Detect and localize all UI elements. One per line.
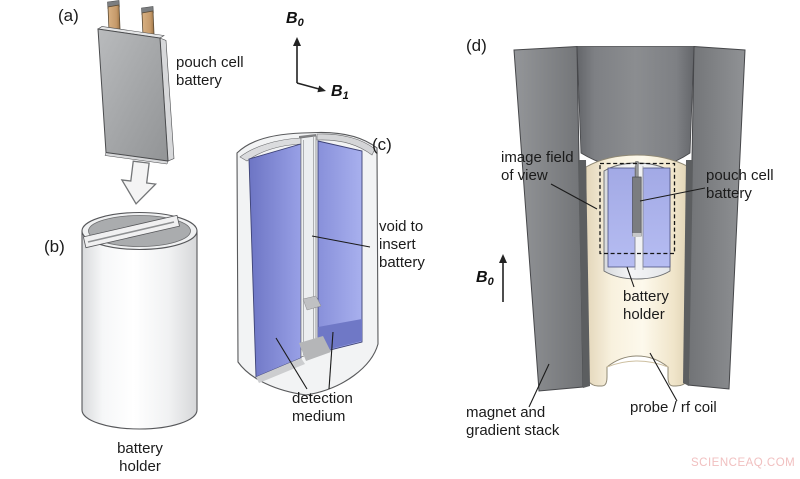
pointer-line-medium-right	[328, 331, 334, 390]
inner-battery-bottom-cap	[632, 233, 642, 237]
pointer-line-fov	[550, 183, 598, 210]
pointer-line-probe	[649, 352, 678, 402]
b0-arrow-icon	[293, 37, 301, 83]
pointer-line-void	[311, 235, 371, 248]
pouch-cell-battery-label-d: pouch cell battery	[706, 167, 774, 202]
battery-tab-right	[141, 10, 155, 37]
down-arrow-icon	[120, 160, 158, 205]
b0-arrow-icon-d	[499, 254, 507, 302]
magnet-gradient-label: magnet and gradient stack	[466, 404, 560, 439]
pointer-line-holder	[626, 266, 635, 288]
left-floor-strip	[256, 358, 305, 383]
panel-d-tag: (d)	[466, 36, 487, 55]
panel-a-tag: (a)	[58, 6, 79, 25]
image-fov-dashed-box	[599, 162, 676, 255]
b0-sub: 0	[297, 17, 304, 29]
b0-axis-label: B0	[286, 10, 304, 29]
shell-floor	[299, 336, 331, 361]
magnet-assembly-illustration	[499, 45, 746, 408]
b1-arrow-icon	[296, 82, 326, 93]
panel-b-tag: (b)	[44, 237, 65, 256]
void-label: void to insert battery	[379, 218, 425, 271]
battery-holder-label-d: battery holder	[623, 288, 669, 323]
pointer-line-medium-left	[275, 337, 308, 390]
battery-holder-illustration	[81, 211, 198, 430]
magnet-cut-face-left	[578, 160, 590, 388]
probe-rf-coil-label: probe / rf coil	[630, 399, 717, 416]
pointer-line-magnet	[528, 363, 550, 408]
b1-symbol: B	[331, 83, 343, 100]
detection-medium-left	[248, 143, 302, 378]
b1-sub: 1	[342, 90, 349, 102]
pouch-cell-battery-label-a: pouch cell battery	[176, 54, 244, 89]
panel-c-tag: (c)	[372, 135, 392, 154]
inner-battery	[632, 176, 642, 237]
right-top-rim	[316, 133, 376, 156]
b0-sub-d: 0	[487, 276, 494, 288]
inner-medium-left	[607, 167, 636, 268]
magnet-wall-left	[513, 45, 584, 392]
holder-body	[81, 230, 198, 430]
detection-medium-right-bottom-face	[318, 319, 362, 352]
battery-front-face	[97, 28, 169, 162]
b1-axis-label: B1	[331, 83, 349, 102]
image-fov-label: image field of view	[501, 149, 574, 184]
void-floor	[302, 295, 322, 311]
detection-medium-label: detection medium	[292, 390, 353, 425]
magnet-wall-right	[687, 45, 746, 390]
inner-medium-right	[642, 167, 671, 268]
b0-symbol-d: B	[476, 269, 488, 286]
pointer-line-pouch	[639, 187, 706, 202]
detection-medium-right	[317, 140, 363, 354]
watermark: SCIENCEAQ.COM	[691, 457, 796, 469]
battery-holder-label-b: battery holder	[117, 440, 163, 475]
battery-tab-left	[107, 4, 121, 32]
probe-arch-shadow	[606, 360, 669, 368]
b0-axis-label-d: B0	[476, 269, 494, 288]
b0-symbol: B	[286, 10, 298, 27]
magnet-bore	[576, 46, 695, 170]
holder-slot-groove	[87, 221, 175, 243]
pouch-cell-battery-illustration	[97, 0, 175, 205]
cutaway-holder-illustration	[236, 37, 379, 396]
magnet-cut-face-right	[683, 160, 693, 386]
